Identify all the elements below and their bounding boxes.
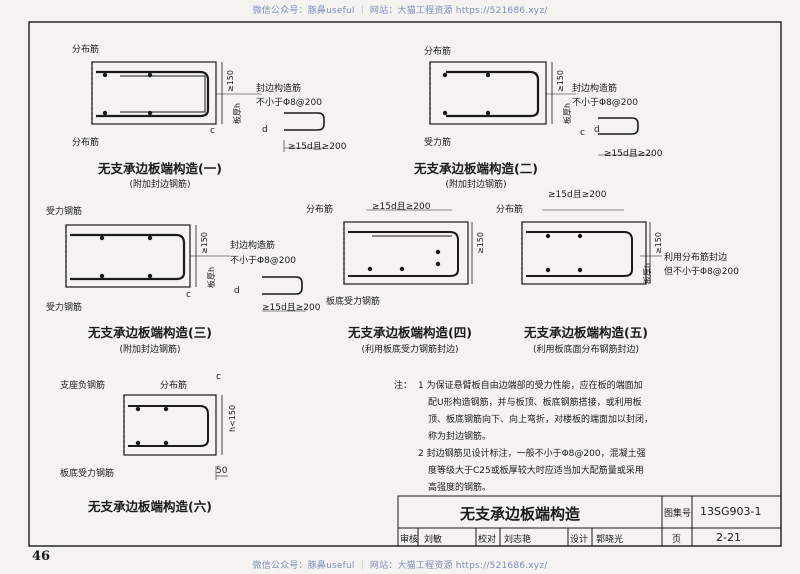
d3-slab-thickness: 板厚h [207,266,216,288]
d2-subtitle: (附加封边钢筋) [445,180,507,190]
d3-dim-150: ≥150 [200,232,209,254]
d1-slab-thickness: 板厚h [233,102,242,124]
d5-title: 无支承边板端构造(五) [524,325,648,340]
d5-min-spec: 但不小于Φ8@200 [664,267,739,277]
title-block-lines [397,495,782,547]
notes-prefix: 注： [394,381,413,391]
check-label: 校对 [478,535,497,545]
d4-subtitle: (利用板底受力钢筋封边) [361,345,459,355]
d2-min-spec: 不小于Φ8@200 [572,98,638,108]
d1-min-spec: 不小于Φ8@200 [256,98,322,108]
d2-tension-label: 受力筋 [424,138,452,148]
d4-anchor-len: ≥15d且≥200 [372,202,431,212]
d5-distribution-label: 分布筋 [496,205,524,215]
check-name: 刘志艳 [504,535,532,545]
d1-dim-d: d [262,125,268,135]
note-line: 高强度的钢筋。 [428,483,492,493]
d3-tension-label: 受力钢筋 [46,207,83,217]
d5-subtitle: (利用板底面分布钢筋封边) [532,345,640,355]
d5-use-dist-label: 利用分布筋封边 [664,253,728,263]
watermark-bottom: 微信公众号：豚鼻useful ｜ 网站：大猫工程资源 https://52168… [252,561,548,571]
d3-dim-d: d [234,286,240,296]
watermark-top: 微信公众号：豚鼻useful ｜ 网站：大猫工程资源 https://52168… [252,6,548,16]
review-name: 刘敏 [424,535,443,545]
d2-title: 无支承边板端构造(二) [414,161,538,176]
d6-title: 无支承边板端构造(六) [88,499,212,514]
d1-title: 无支承边板端构造(一) [98,161,222,176]
d3-title: 无支承边板端构造(三) [88,325,212,340]
d2-dim-150: ≥150 [556,70,565,92]
d3-tension-label-bottom: 受力钢筋 [46,303,83,313]
d5-dim-150: ≥150 [654,232,663,254]
d5-anchor-len: ≥15d且≥200 [548,190,607,200]
d6-support-neg-label: 支座负钢筋 [60,381,106,391]
d1-dim-c: c [210,126,215,136]
note-line: 称为封边钢筋。 [428,432,492,442]
title-block-title: 无支承边板端构造 [460,505,581,523]
detail-6-drawing [123,394,228,480]
d6-slab-bottom-label: 板底受力钢筋 [60,469,115,479]
d4-dim-150: ≥150 [476,232,485,254]
design-label: 设计 [570,535,589,545]
note-line: 度等级大于C25或板厚较大时应适当加大配筋量或采用 [428,466,644,476]
d3-edge-seal-label: 封边构造筋 [230,241,276,251]
d1-dim-150: ≥150 [226,70,235,92]
d6-dim-c: c [216,372,221,382]
notes-block: 1 为保证悬臂板自由边端部的受力性能，应在板的端面加 配U形构造钢筋，并与板顶、… [418,378,774,497]
detail-1-drawing [91,61,325,152]
d4-title: 无支承边板端构造(四) [348,325,472,340]
d3-min-spec: 不小于Φ8@200 [230,256,296,266]
note-line: 顶、板底钢筋向下、向上弯折，对楼板的端面加以封闭， [428,415,654,425]
page-code: 2-21 [716,531,741,544]
review-label: 审核 [400,535,419,545]
detail-3-drawing [65,224,306,312]
d6-dim-50: 50 [216,466,228,476]
d1-distribution-label-bottom: 分布筋 [72,138,100,148]
design-name: 郭晓光 [596,535,624,545]
d1-edge-seal-label: 封边构造筋 [256,84,302,94]
d3-anchor-len: ≥15d且≥200 [262,303,321,313]
note-line: 配U形构造钢筋，并与板顶、板底钢筋搭接，或利用板 [428,398,642,408]
d6-distribution-label: 分布筋 [160,381,188,391]
d5-slab-thickness: 板厚h [643,262,652,284]
page-number: 46 [32,549,51,564]
d2-anchor-len: ≥15d且≥200 [604,149,663,159]
d1-subtitle: (附加封边钢筋) [129,180,191,190]
page-label: 页 [672,535,682,545]
d2-edge-seal-label: 封边构造筋 [572,84,618,94]
detail-5-drawing [521,209,662,285]
d1-anchor-len: ≥15d且≥200 [288,142,347,152]
d2-slab-thickness: 板厚h [563,102,572,124]
d2-dim-c: c [580,128,585,138]
d2-dim-d: d [594,125,600,135]
atlas-number: 13SG903-1 [700,505,762,518]
d3-dim-c: c [186,290,191,300]
detail-4-drawing [343,209,473,285]
d4-distribution-label: 分布筋 [306,205,334,215]
atlas-label: 图集号 [664,509,692,519]
detail-2-drawing [429,61,652,156]
d6-dim-lt-150: h<150 [228,404,237,432]
d4-slab-bottom-label: 板底受力钢筋 [326,297,381,307]
note-line: 1 为保证悬臂板自由边端部的受力性能，应在板的端面加 [418,381,643,391]
d2-distribution-label: 分布筋 [424,47,452,57]
d3-subtitle: (附加封边钢筋) [119,345,181,355]
d1-distribution-label: 分布筋 [72,45,100,55]
note-line: 2 封边钢筋见设计标注，一般不小于Φ8@200，混凝土强 [418,449,646,459]
